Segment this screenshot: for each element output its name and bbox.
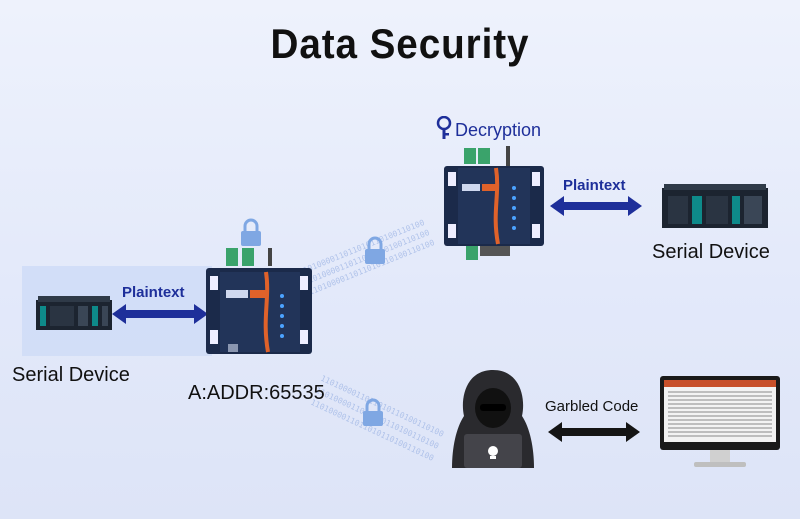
- right-serial-device: [662, 184, 768, 228]
- right-double-arrow: [550, 196, 642, 216]
- right-device-label: Serial Device: [652, 241, 770, 263]
- left-plaintext-label: Plaintext: [122, 284, 185, 301]
- left-serial-device: [36, 296, 112, 330]
- left-device-label: Serial Device: [12, 364, 130, 386]
- converter-a-address: A:ADDR:65535: [188, 382, 325, 404]
- decryption-label: Decryption: [455, 120, 542, 140]
- lock-icon: [363, 398, 383, 426]
- key-pin-icon: [436, 116, 452, 139]
- page-title: Data Security: [270, 20, 530, 67]
- monitor-icon: [660, 376, 780, 467]
- converter-b: [444, 146, 544, 260]
- hacker-icon: [452, 370, 534, 468]
- garbled-code-label: Garbled Code: [545, 398, 639, 415]
- converter-a: [206, 248, 312, 354]
- lock-icon: [365, 236, 385, 264]
- left-double-arrow: [112, 304, 208, 324]
- lock-icon: [241, 218, 261, 246]
- right-plaintext-label: Plaintext: [563, 177, 626, 194]
- garbled-double-arrow: [548, 422, 640, 442]
